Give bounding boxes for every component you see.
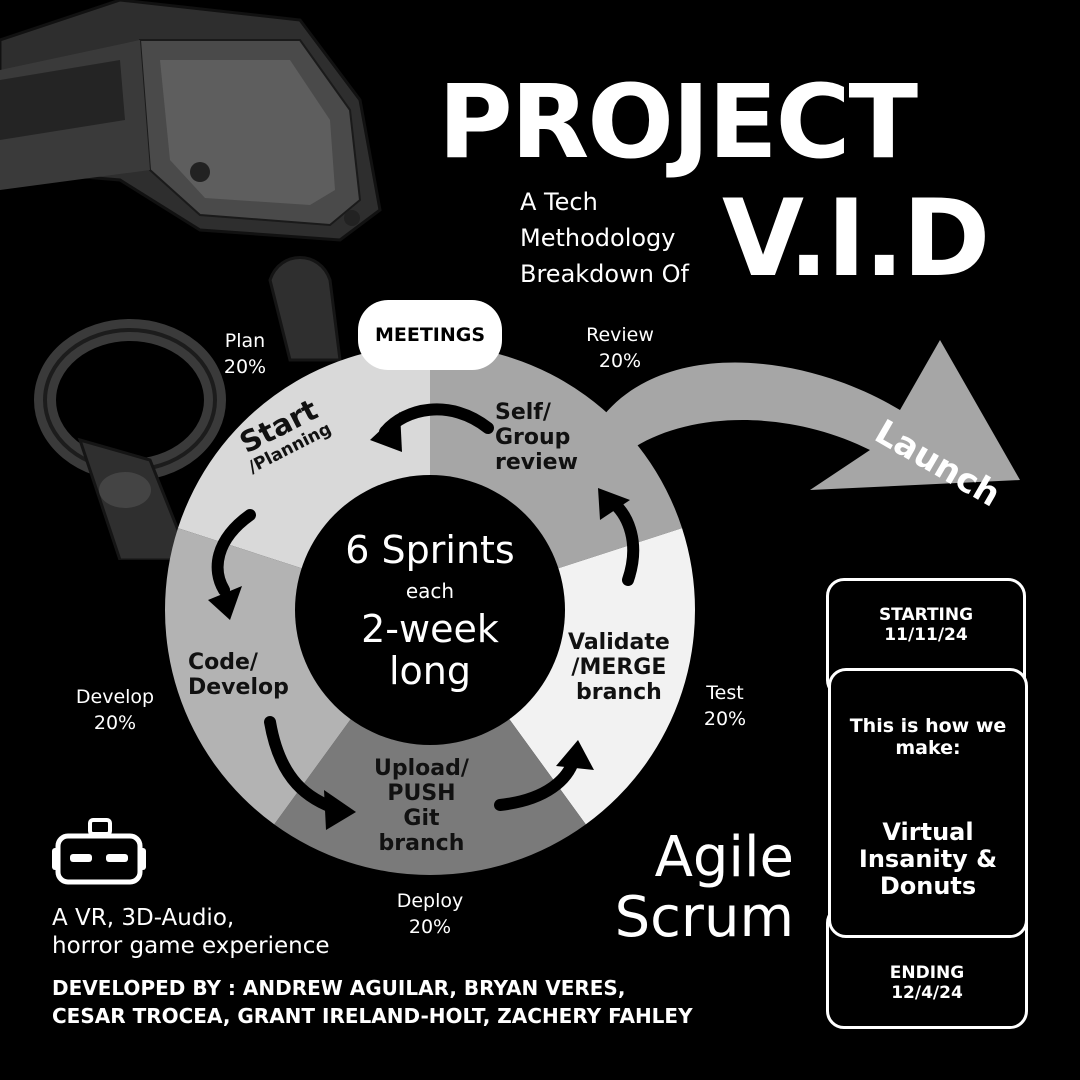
tagline-line-1: A VR, 3D-Audio,	[52, 905, 235, 931]
phase-develop-pct: 20%	[93, 712, 137, 734]
phase-plan-pct: 20%	[223, 356, 267, 378]
phase-review-pct: 20%	[598, 350, 642, 372]
vr-headset-icon	[52, 818, 146, 885]
phase-plan: Plan 20%	[210, 328, 280, 380]
credits: DEVELOPED BY : ANDREW AGUILAR, BRYAN VER…	[52, 974, 693, 1030]
phase-test: Test 20%	[690, 680, 760, 732]
phase-deploy-name: Deploy	[396, 890, 464, 912]
arrow-head-plan	[370, 412, 402, 452]
subtitle-line-2: Methodology	[520, 224, 676, 252]
methodology-line-1: Agile	[654, 825, 794, 890]
methodology: Agile Scrum	[580, 828, 794, 948]
meetings-pill: MEETINGS	[358, 300, 502, 370]
phase-review-name: Review	[586, 324, 654, 346]
start-date: 11/11/24	[884, 625, 968, 645]
arrow-head-review	[598, 488, 630, 520]
phase-deploy: Deploy 20%	[380, 888, 480, 940]
arrow-head-deploy	[324, 790, 356, 830]
end-label: ENDING	[889, 963, 965, 983]
subtitle-line-3: Breakdown Of	[520, 260, 689, 288]
center-each: each	[405, 579, 455, 603]
vr-headset-illustration	[0, 0, 382, 560]
phase-plan-name: Plan	[224, 330, 266, 352]
product-heading: This is how we make:	[849, 715, 1007, 759]
product-box: This is how we make: Virtual Insanity & …	[828, 668, 1028, 938]
title-line-1: PROJECT	[438, 63, 918, 182]
center-text: 6 Sprints each 2-week long	[300, 526, 560, 692]
segment-label-develop: Code/Develop	[188, 650, 289, 700]
center-circle	[295, 475, 565, 745]
title-line-2: V.I.D	[722, 177, 990, 300]
center-duration-1: 2-week	[361, 607, 499, 651]
start-label: STARTING	[878, 605, 974, 625]
segment-deploy	[274, 717, 586, 875]
center-duration-2: long	[388, 649, 471, 693]
arrow-head-develop	[208, 586, 242, 620]
end-date: 12/4/24	[891, 983, 963, 1003]
tagline: A VR, 3D-Audio, horror game experience	[52, 904, 330, 960]
product-name: Virtual Insanity & Donuts	[858, 818, 998, 900]
subtitle-line-1: A Tech	[520, 188, 598, 216]
phase-develop: Develop 20%	[60, 684, 170, 736]
phase-develop-name: Develop	[75, 686, 155, 708]
phase-deploy-pct: 20%	[408, 916, 452, 938]
phase-review: Review 20%	[570, 322, 670, 374]
meetings-label: MEETINGS	[374, 324, 486, 346]
segment-test	[508, 528, 695, 825]
methodology-line-2: Scrum	[614, 885, 794, 950]
phase-test-name: Test	[706, 682, 744, 704]
segment-plan	[177, 345, 430, 569]
credits-line-2: CESAR TROCEA, GRANT IRELAND-HOLT, ZACHER…	[52, 1004, 693, 1028]
arrow-plan-to-develop	[211, 509, 256, 596]
arrow-head-test	[556, 740, 594, 770]
subtitle: A Tech Methodology Breakdown Of	[520, 184, 689, 292]
center-sprints: 6 Sprints	[345, 528, 515, 572]
tagline-line-2: horror game experience	[52, 933, 330, 959]
launch-arrow	[600, 340, 1020, 490]
phase-test-pct: 20%	[703, 708, 747, 730]
credits-line-1: DEVELOPED BY : ANDREW AGUILAR, BRYAN VER…	[52, 976, 626, 1000]
